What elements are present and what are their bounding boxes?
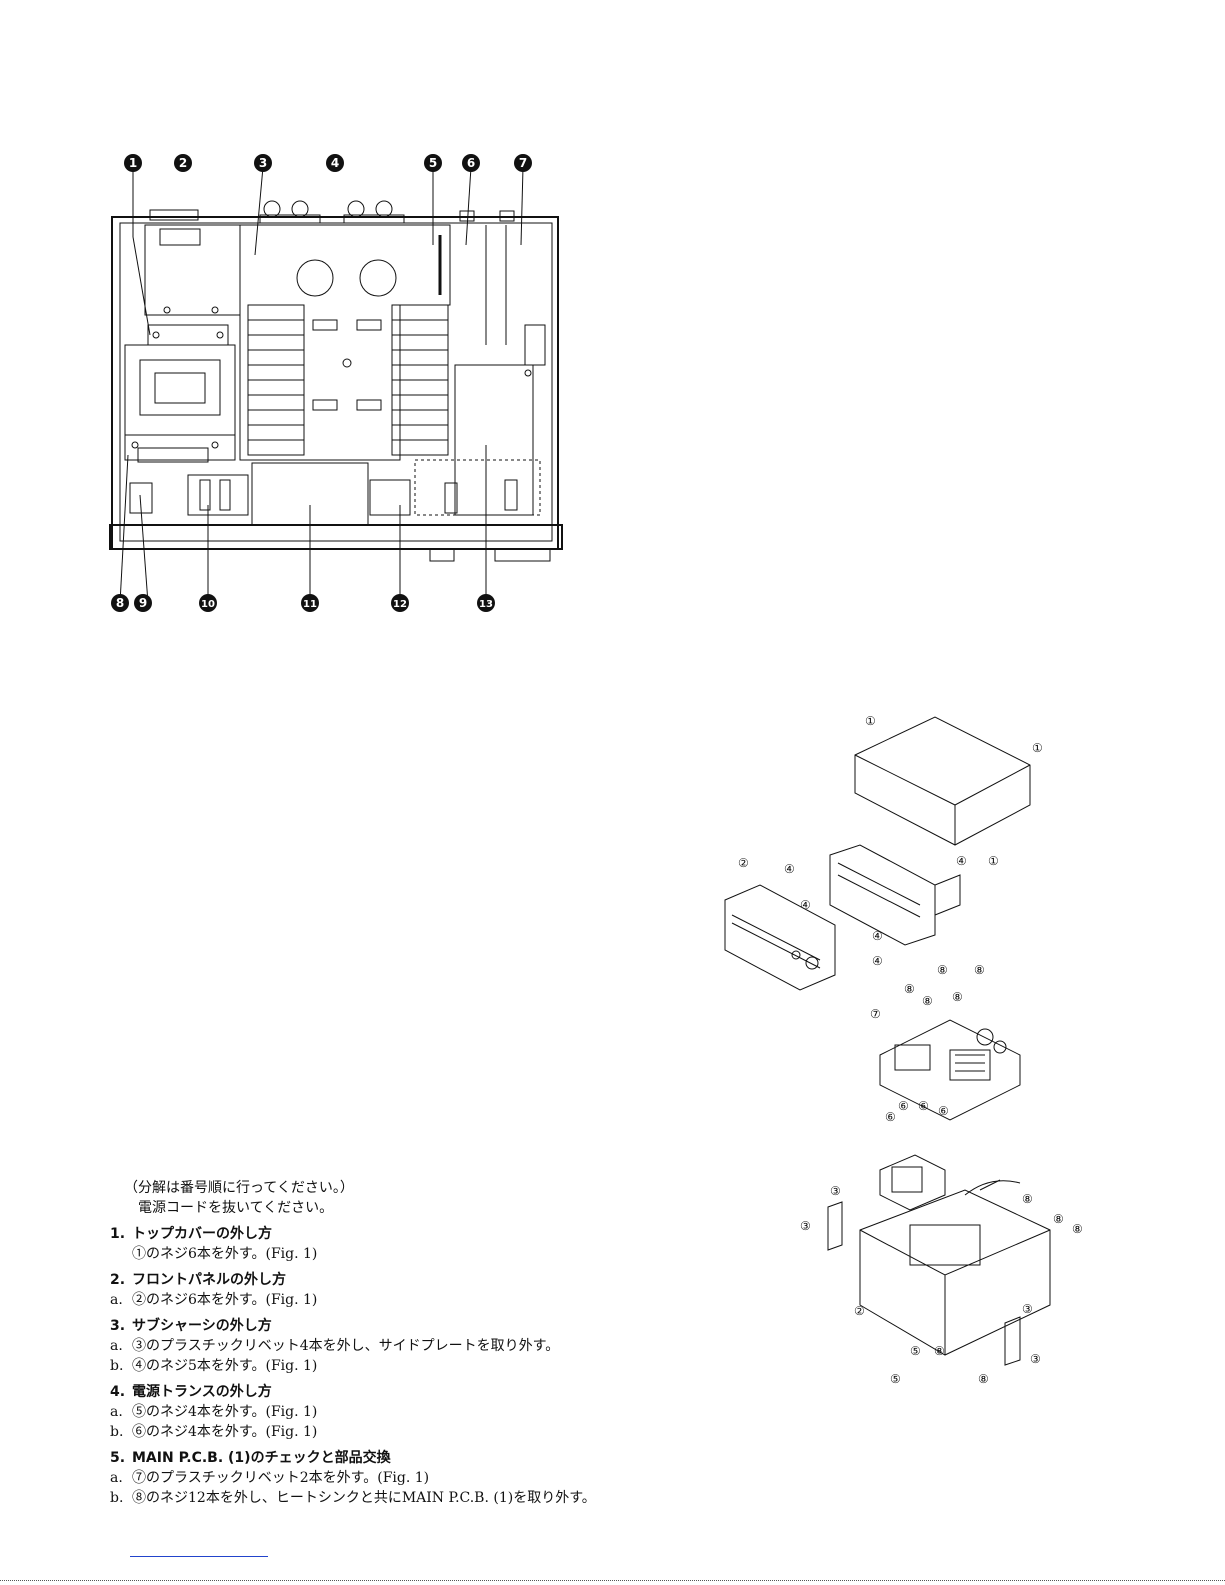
screw-label: ⑧ bbox=[1072, 1222, 1083, 1236]
screw-label: ⑥ bbox=[898, 1099, 909, 1113]
step-line: a.⑦のプラスチックリベット2本を外す。(Fig. 1) bbox=[110, 1470, 430, 1486]
callout-11: 11 bbox=[303, 599, 317, 610]
screw-label: ① bbox=[1032, 741, 1043, 755]
screw-label: ③ bbox=[1030, 1352, 1041, 1366]
screw-label: ⑥ bbox=[918, 1099, 929, 1113]
step-1: 1. トップカバーの外し方 ①のネジ6本を外す。(Fig. 1) bbox=[110, 1224, 670, 1264]
step-number: 4. bbox=[110, 1384, 126, 1400]
callouts-top: 1 2 3 4 5 6 7 bbox=[124, 154, 532, 172]
footer-rule bbox=[130, 1556, 268, 1557]
step-number: 5. bbox=[110, 1450, 126, 1466]
callout-12: 12 bbox=[393, 599, 407, 610]
screw-label: ⑧ bbox=[1053, 1212, 1064, 1226]
callouts-bottom: 8 9 10 11 12 13 bbox=[111, 594, 495, 612]
disassembly-instructions: （分解は番号順に行ってください。） 電源コードを抜いてください。 1. トップカバ… bbox=[110, 1178, 670, 1508]
step-title: フロントパネルの外し方 bbox=[132, 1272, 286, 1288]
intro-order-note: （分解は番号順に行ってください。） bbox=[124, 1180, 354, 1196]
screw-label: ③ bbox=[830, 1184, 841, 1198]
callout-6: 6 bbox=[467, 156, 475, 170]
callout-13: 13 bbox=[479, 599, 493, 610]
callout-7: 7 bbox=[519, 156, 527, 170]
step-number: 1. bbox=[110, 1226, 126, 1242]
step-title: 電源トランスの外し方 bbox=[132, 1384, 272, 1400]
step-number: 3. bbox=[110, 1318, 126, 1334]
step-line: a.⑤のネジ4本を外す。(Fig. 1) bbox=[110, 1404, 318, 1420]
exploded-view-diagram: ① ① ① ② ④ ④ ④ ④ ④ ⑧ ⑧ ⑧ ⑧ ⑧ ⑦ ⑥ ⑥ ⑥ ⑥ ③ … bbox=[720, 705, 1100, 1395]
screw-label: ⑧ bbox=[937, 963, 948, 977]
screw-label: ⑧ bbox=[904, 982, 915, 996]
step-line: a.②のネジ6本を外す。(Fig. 1) bbox=[110, 1292, 318, 1308]
screw-label: ③ bbox=[1022, 1302, 1033, 1316]
screw-label: ⑤ bbox=[890, 1372, 901, 1386]
screw-label: ⑥ bbox=[885, 1110, 896, 1124]
step-2: 2. フロントパネルの外し方 a.②のネジ6本を外す。(Fig. 1) bbox=[110, 1270, 670, 1310]
screw-label: ⑤ bbox=[910, 1344, 921, 1358]
step-line: b.⑥のネジ4本を外す。(Fig. 1) bbox=[110, 1424, 318, 1440]
callout-2: 2 bbox=[179, 156, 187, 170]
screw-label: ⑧ bbox=[1022, 1192, 1033, 1206]
callout-10: 10 bbox=[201, 599, 215, 610]
screw-label: ⑦ bbox=[870, 1007, 881, 1021]
screw-label: ② bbox=[854, 1304, 865, 1318]
step-title: サブシャーシの外し方 bbox=[132, 1318, 272, 1334]
step-line: b.④のネジ5本を外す。(Fig. 1) bbox=[110, 1358, 318, 1374]
screw-label: ④ bbox=[800, 898, 811, 912]
screw-label: ⑧ bbox=[922, 994, 933, 1008]
callout-5: 5 bbox=[429, 156, 437, 170]
top-view-diagram: 1 2 3 4 5 6 7 8 9 10 11 12 13 bbox=[100, 145, 580, 615]
callout-1: 1 bbox=[129, 156, 137, 170]
callout-8: 8 bbox=[116, 596, 124, 610]
screw-label: ⑧ bbox=[978, 1372, 989, 1386]
screw-label: ② bbox=[738, 856, 749, 870]
screw-label: ④ bbox=[956, 854, 967, 868]
screw-label: ① bbox=[865, 714, 876, 728]
screw-label: ③ bbox=[800, 1219, 811, 1233]
step-5: 5. MAIN P.C.B. (1)のチェックと部品交換 a.⑦のプラスチックリベ… bbox=[110, 1448, 670, 1508]
screw-label: ⑥ bbox=[938, 1104, 949, 1118]
step-line: b.⑧のネジ12本を外し、ヒートシンクと共にMAIN P.C.B. (1)を取り… bbox=[110, 1490, 596, 1506]
callout-4: 4 bbox=[331, 156, 339, 170]
step-number: 2. bbox=[110, 1272, 126, 1288]
step-line: a.③のプラスチックリベット4本を外し、サイドプレートを取り外す。 bbox=[110, 1338, 560, 1354]
screw-labels: ① ① ① ② ④ ④ ④ ④ ④ ⑧ ⑧ ⑧ ⑧ ⑧ ⑦ ⑥ ⑥ ⑥ ⑥ ③ … bbox=[738, 714, 1083, 1386]
step-4: 4. 電源トランスの外し方 a.⑤のネジ4本を外す。(Fig. 1) b.⑥のネジ… bbox=[110, 1382, 670, 1442]
callout-3: 3 bbox=[259, 156, 267, 170]
screw-label: ⑧ bbox=[934, 1344, 945, 1358]
screw-label: ④ bbox=[872, 929, 883, 943]
screw-label: ⑧ bbox=[952, 990, 963, 1004]
screw-label: ① bbox=[988, 854, 999, 868]
screw-label: ④ bbox=[872, 954, 883, 968]
step-3: 3. サブシャーシの外し方 a.③のプラスチックリベット4本を外し、サイドプレート… bbox=[110, 1316, 670, 1376]
callout-9: 9 bbox=[139, 596, 147, 610]
step-title: トップカバーの外し方 bbox=[132, 1226, 272, 1242]
screw-label: ④ bbox=[784, 862, 795, 876]
step-title: MAIN P.C.B. (1)のチェックと部品交換 bbox=[132, 1450, 391, 1466]
page-edge-dots bbox=[0, 1580, 1225, 1581]
intro-unplug-note: 電源コードを抜いてください。 bbox=[138, 1200, 334, 1216]
step-line: ①のネジ6本を外す。(Fig. 1) bbox=[132, 1246, 318, 1262]
screw-label: ⑧ bbox=[974, 963, 985, 977]
